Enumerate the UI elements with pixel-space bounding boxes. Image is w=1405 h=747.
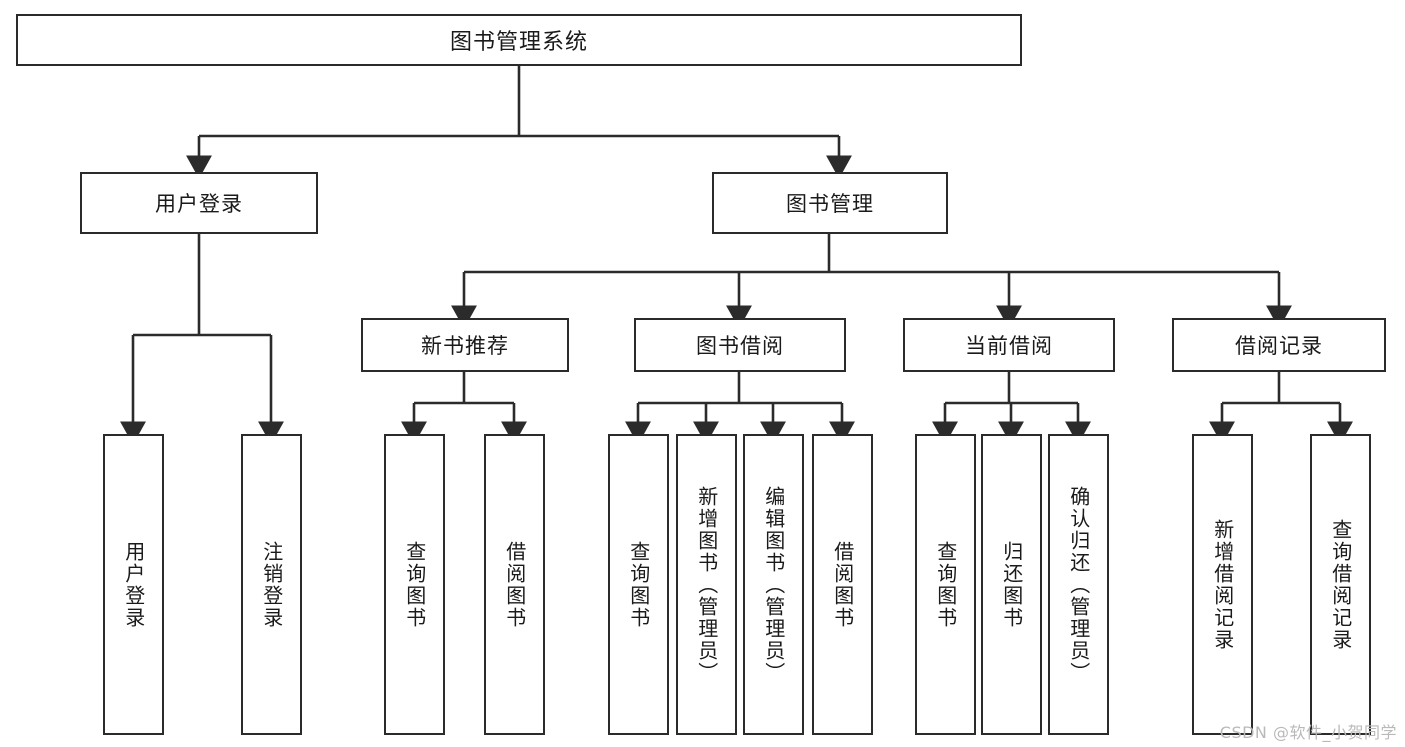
leaf-label: 新增借阅记录 — [1210, 518, 1235, 651]
leaf-current-borrow-return[interactable]: 归还图书 — [981, 434, 1042, 735]
leaf-book-borrow-add[interactable]: 新增图书（管理员） — [676, 434, 737, 735]
leaf-borrow-record-query[interactable]: 查询借阅记录 — [1310, 434, 1371, 735]
node-new-book-recommend[interactable]: 新书推荐 — [361, 318, 569, 372]
leaf-current-borrow-confirm[interactable]: 确认归还（管理员） — [1048, 434, 1109, 735]
leaf-book-borrow-lend[interactable]: 借阅图书 — [812, 434, 873, 735]
node-root[interactable]: 图书管理系统 — [16, 14, 1022, 66]
leaf-user-login-login[interactable]: 用户登录 — [103, 434, 164, 735]
leaf-label: 确认归还（管理员） — [1066, 485, 1091, 684]
leaf-book-borrow-edit[interactable]: 编辑图书（管理员） — [743, 434, 804, 735]
leaf-book-borrow-query[interactable]: 查询图书 — [608, 434, 669, 735]
leaf-label: 用户登录 — [121, 540, 146, 629]
leaf-label: 查询图书 — [402, 540, 427, 629]
leaf-user-login-logout[interactable]: 注销登录 — [241, 434, 302, 735]
leaf-borrow-record-add[interactable]: 新增借阅记录 — [1192, 434, 1253, 735]
watermark: CSDN @软件_小贺同学 — [1219, 723, 1397, 742]
node-user-login[interactable]: 用户登录 — [80, 172, 318, 234]
leaf-label: 查询借阅记录 — [1328, 518, 1353, 651]
node-root-label: 图书管理系统 — [449, 30, 588, 55]
leaf-label: 注销登录 — [259, 540, 284, 629]
leaf-current-borrow-query[interactable]: 查询图书 — [915, 434, 976, 735]
leaf-label: 查询图书 — [933, 540, 958, 629]
leaf-label: 编辑图书（管理员） — [761, 485, 786, 684]
leaf-label: 借阅图书 — [830, 540, 855, 629]
node-user-login-label: 用户登录 — [155, 192, 243, 216]
leaf-label: 归还图书 — [999, 540, 1024, 629]
leaf-label: 新增图书（管理员） — [694, 485, 719, 684]
node-current-borrow-label: 当前借阅 — [965, 334, 1053, 358]
node-borrow-record[interactable]: 借阅记录 — [1172, 318, 1386, 372]
node-book-management-label: 图书管理 — [786, 192, 874, 216]
leaf-label: 查询图书 — [626, 540, 651, 629]
node-book-management[interactable]: 图书管理 — [712, 172, 948, 234]
leaf-new-book-borrow[interactable]: 借阅图书 — [484, 434, 545, 735]
node-new-book-recommend-label: 新书推荐 — [421, 334, 509, 358]
leaf-label: 借阅图书 — [502, 540, 527, 629]
node-borrow-record-label: 借阅记录 — [1235, 334, 1323, 358]
node-book-borrow-label: 图书借阅 — [696, 334, 784, 358]
node-book-borrow[interactable]: 图书借阅 — [634, 318, 846, 372]
node-current-borrow[interactable]: 当前借阅 — [903, 318, 1115, 372]
leaf-new-book-query[interactable]: 查询图书 — [384, 434, 445, 735]
